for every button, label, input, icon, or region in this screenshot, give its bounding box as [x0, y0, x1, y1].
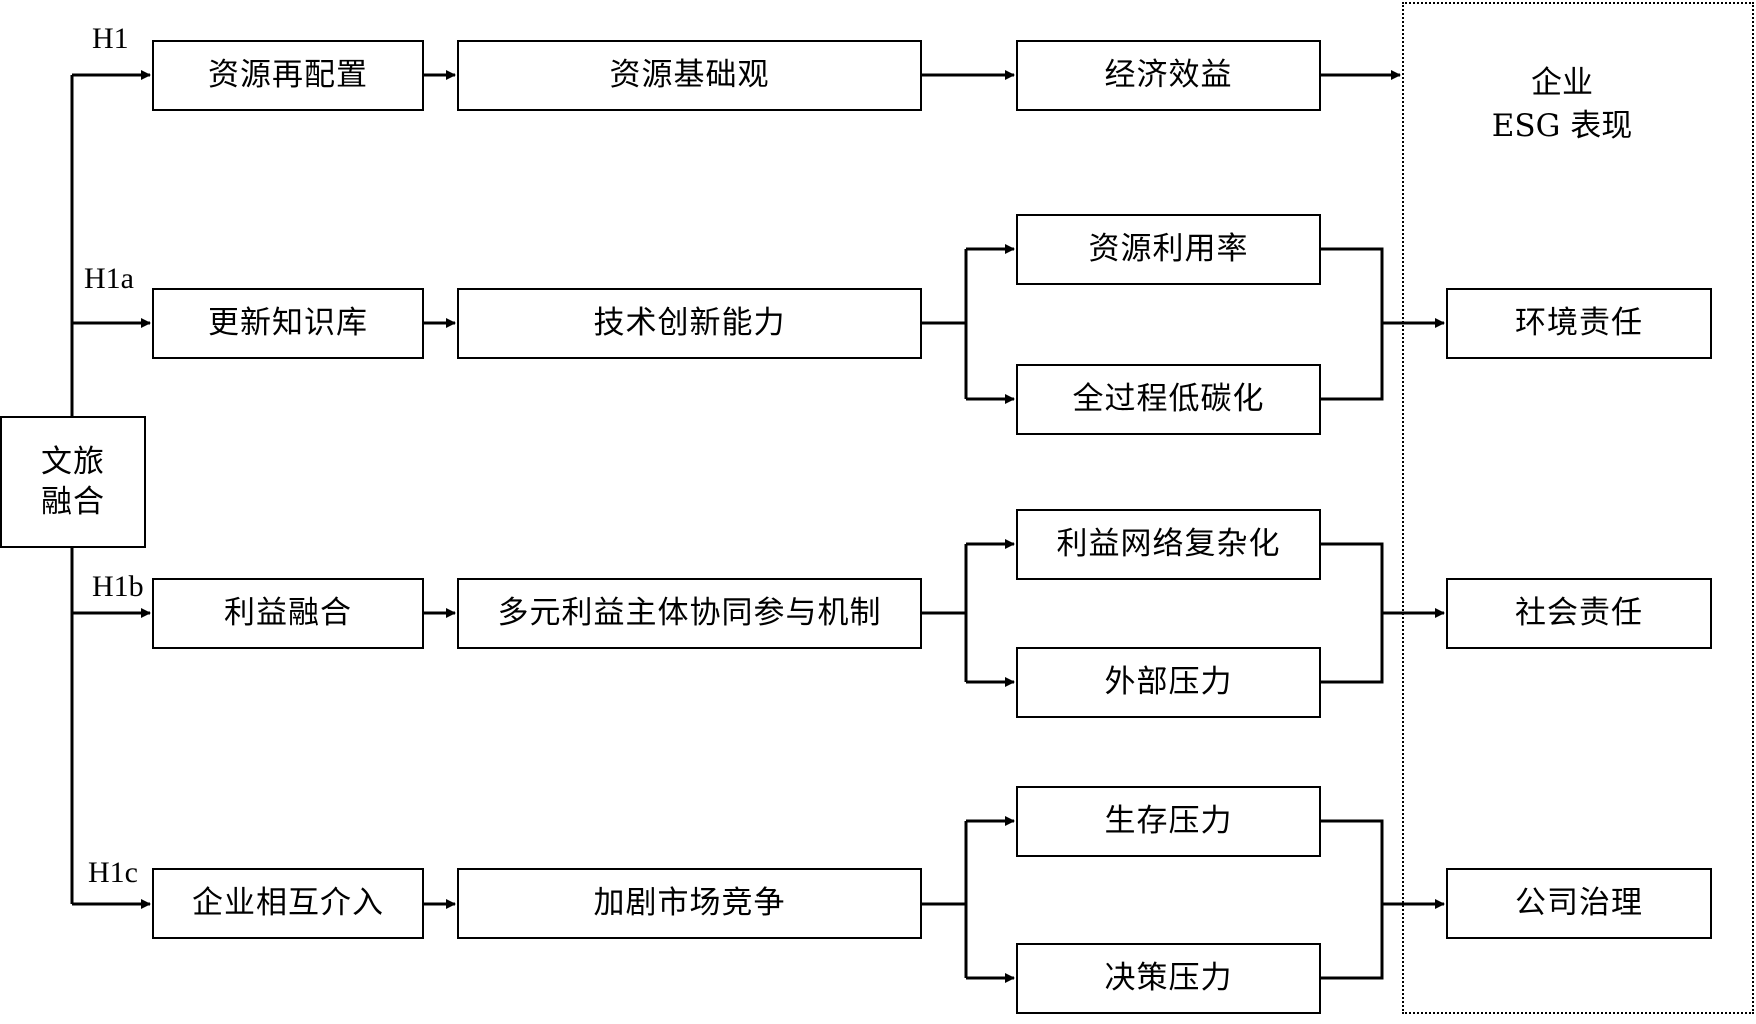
outcome-node-h1c-2: 决策压力 — [1016, 943, 1321, 1014]
step2-node-h1b: 多元利益主体协同参与机制 — [457, 578, 922, 649]
hypothesis-label-h1a: H1a — [84, 262, 134, 295]
step2-node-h1: 资源基础观 — [457, 40, 922, 111]
outcome-node-h1a-2: 全过程低碳化 — [1016, 364, 1321, 435]
esg-performance-region — [1402, 2, 1754, 1014]
hypothesis-label-h1c: H1c — [88, 856, 138, 889]
merge-bracket-0 — [1321, 247, 1384, 401]
hypothesis-label-h1: H1 — [92, 22, 129, 55]
target-node-social: 社会责任 — [1446, 578, 1712, 649]
step2-node-h1a: 技术创新能力 — [457, 288, 922, 359]
outcome-node-h1b-2: 外部压力 — [1016, 647, 1321, 718]
merge-bracket-1 — [1321, 542, 1384, 684]
esg-performance-title: 企业 ESG 表现 — [1412, 62, 1712, 149]
outcome-node-h1b-1: 利益网络复杂化 — [1016, 509, 1321, 580]
esg-title-line1: 企业 — [1531, 65, 1593, 101]
step1-node-h1: 资源再配置 — [152, 40, 424, 111]
step1-node-h1b: 利益融合 — [152, 578, 424, 649]
source-line2: 融合 — [41, 484, 105, 520]
outcome-node-h1-1: 经济效益 — [1016, 40, 1321, 111]
target-node-environment: 环境责任 — [1446, 288, 1712, 359]
step1-node-h1a: 更新知识库 — [152, 288, 424, 359]
hypothesis-label-h1b: H1b — [92, 570, 144, 603]
step2-node-h1c: 加剧市场竞争 — [457, 868, 922, 939]
source-node: 文旅融合 — [0, 416, 146, 548]
merge-bracket-2 — [1321, 819, 1384, 980]
outcome-node-h1c-1: 生存压力 — [1016, 786, 1321, 857]
step1-node-h1c: 企业相互介入 — [152, 868, 424, 939]
source-line1: 文旅 — [41, 443, 105, 480]
target-node-governance: 公司治理 — [1446, 868, 1712, 939]
esg-title-line2: ESG 表现 — [1491, 108, 1633, 145]
outcome-node-h1a-1: 资源利用率 — [1016, 214, 1321, 285]
